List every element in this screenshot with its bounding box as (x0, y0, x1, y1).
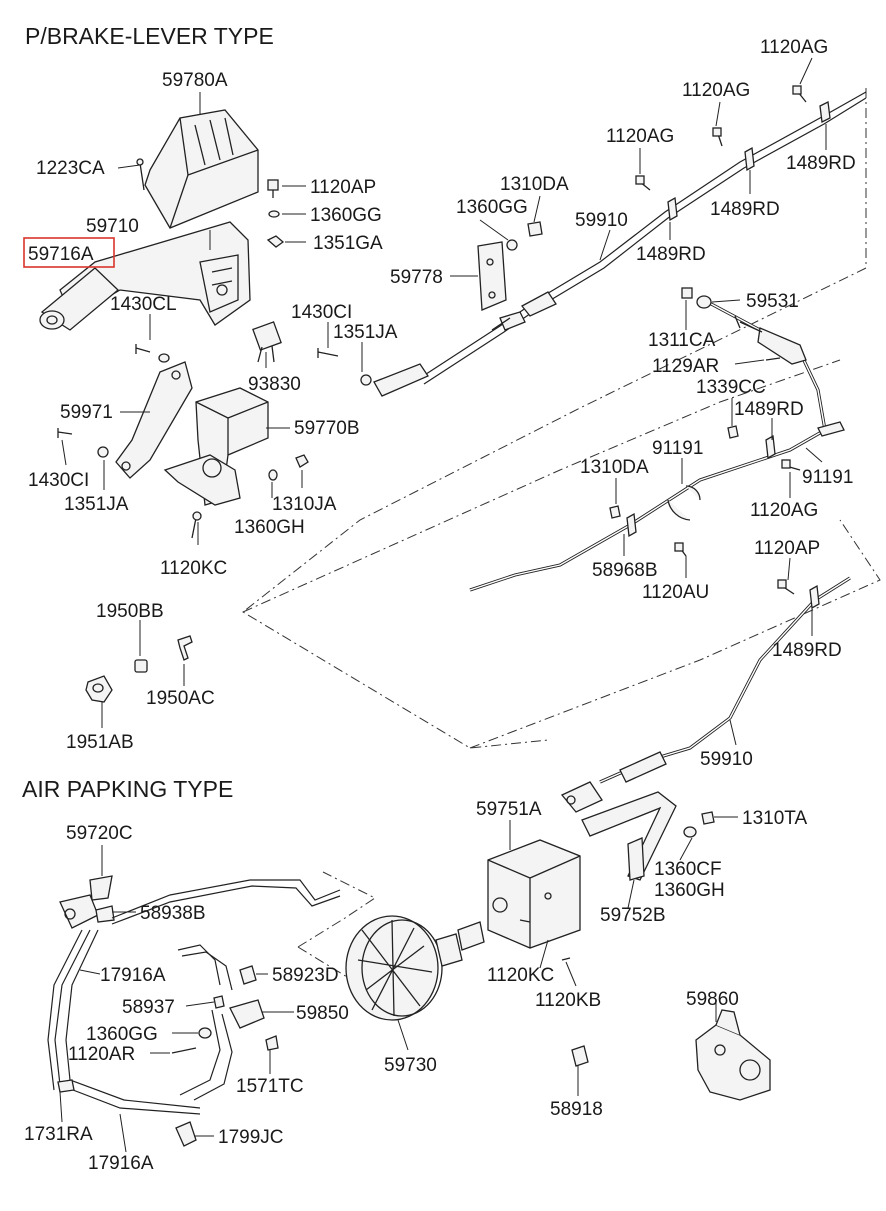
part-label-1120AR[interactable]: 1120AR (68, 1044, 135, 1065)
fitting-58918 (571, 1045, 589, 1067)
part-label-1120KC[interactable]: 1120KC (160, 558, 227, 579)
part-label-93830[interactable]: 93830 (248, 374, 301, 395)
part-label-1430CL[interactable]: 1430CL (110, 294, 177, 315)
part-label-1310DA-b[interactable]: 1310DA (580, 457, 649, 478)
part-label-1310TA[interactable]: 1310TA (742, 808, 807, 829)
part-label-59910[interactable]: 59910 (575, 210, 628, 231)
part-label-1120KC-b[interactable]: 1120KC (487, 965, 554, 986)
part-label-58938B[interactable]: 58938B (140, 903, 206, 924)
header-air-type: AIR PAPKING TYPE (22, 776, 233, 802)
part-label-1799JC[interactable]: 1799JC (218, 1127, 284, 1148)
part-label-58968B[interactable]: 58968B (592, 560, 658, 581)
air-hoses-17916A (47, 879, 341, 1115)
brake-switch-93830 (252, 321, 282, 363)
bracket-59751A (487, 839, 581, 949)
part-label-59730[interactable]: 59730 (384, 1055, 437, 1076)
part-label-1360GG-c[interactable]: 1360GG (86, 1024, 158, 1045)
part-label-17916A-b[interactable]: 17916A (88, 1153, 154, 1174)
cable-bolts (506, 85, 807, 595)
part-label-1339CC[interactable]: 1339CC (696, 377, 766, 398)
part-label-1489RD-c[interactable]: 1489RD (636, 244, 706, 265)
part-label-1120AG-b[interactable]: 1120AG (682, 80, 750, 101)
part-label-1120AU[interactable]: 1120AU (642, 582, 709, 603)
part-label-59751A[interactable]: 59751A (476, 799, 542, 820)
part-label-59778[interactable]: 59778 (390, 267, 443, 288)
cable-rear-right (469, 296, 845, 592)
bushing-parts-1950 (85, 635, 193, 703)
small-hardware-lever (57, 158, 372, 539)
part-label-1489RD-d[interactable]: 1489RD (734, 399, 804, 420)
chamber-59730 (345, 915, 485, 1021)
part-label-59860[interactable]: 59860 (686, 989, 739, 1010)
part-label-59850[interactable]: 59850 (296, 1003, 349, 1024)
part-label-1129AR[interactable]: 1129AR (652, 356, 719, 377)
part-label-1360GH-b[interactable]: 1360GH (654, 880, 725, 901)
part-label-1360GG[interactable]: 1360GG (310, 205, 382, 226)
leader-lines (59, 57, 827, 1153)
part-label-58923D[interactable]: 58923D (272, 965, 339, 986)
part-label-59971[interactable]: 59971 (60, 402, 113, 423)
part-label-59752B[interactable]: 59752B (600, 905, 666, 926)
part-label-1360GG-b[interactable]: 1360GG (456, 197, 528, 218)
part-label-1223CA[interactable]: 1223CA (36, 158, 105, 179)
part-label-1430CI[interactable]: 1430CI (291, 302, 352, 323)
cable-59910-front (373, 91, 867, 397)
part-label-1120AP[interactable]: 1120AP (310, 177, 376, 198)
part-label-1351JA-b[interactable]: 1351JA (64, 494, 129, 515)
part-label-1311CA[interactable]: 1311CA (648, 330, 716, 351)
cable-59910-rear (560, 576, 851, 813)
bracket-59778 (477, 241, 507, 311)
highlight-box-59716A (23, 237, 115, 268)
part-label-1120AG-c[interactable]: 1120AG (606, 126, 674, 147)
lever-grip-59716A (39, 267, 119, 331)
part-label-91191-b[interactable]: 91191 (802, 467, 853, 488)
part-label-1950BB[interactable]: 1950BB (96, 601, 164, 622)
part-label-17916A[interactable]: 17916A (100, 965, 166, 986)
part-label-1571TC[interactable]: 1571TC (236, 1076, 304, 1097)
part-label-1430CI-b[interactable]: 1430CI (28, 470, 89, 491)
part-label-1360GH[interactable]: 1360GH (234, 517, 305, 538)
valve-59720C (59, 875, 115, 929)
part-label-1489RD-e[interactable]: 1489RD (772, 640, 842, 661)
header-lever-type: P/BRAKE-LEVER TYPE (25, 23, 274, 49)
mount-59860 (695, 1009, 771, 1101)
part-label-91191[interactable]: 91191 (652, 438, 703, 459)
part-label-59710[interactable]: 59710 (86, 216, 139, 237)
part-label-1489RD-b[interactable]: 1489RD (710, 199, 780, 220)
part-label-59910-b[interactable]: 59910 (700, 749, 753, 770)
bracket-59770B (163, 387, 269, 506)
part-labels: 59780A 1223CA 1120AP 1360GG 59710 1351GA… (24, 37, 856, 1174)
part-label-59770B[interactable]: 59770B (294, 418, 360, 439)
part-label-1120AG[interactable]: 1120AG (760, 37, 828, 58)
part-label-1310JA[interactable]: 1310JA (272, 494, 337, 515)
part-label-59716A[interactable]: 59716A (28, 244, 94, 265)
part-label-58918[interactable]: 58918 (550, 1099, 603, 1120)
part-label-1489RD[interactable]: 1489RD (786, 153, 856, 174)
lever-cover-59780A (144, 109, 259, 229)
part-label-1120AP-b[interactable]: 1120AP (754, 538, 820, 559)
part-label-1310DA[interactable]: 1310DA (500, 174, 569, 195)
part-label-59531[interactable]: 59531 (746, 291, 799, 312)
part-label-59780A[interactable]: 59780A (162, 70, 228, 91)
part-label-1360CF[interactable]: 1360CF (654, 859, 722, 880)
part-label-59720C[interactable]: 59720C (66, 823, 133, 844)
part-label-1950AC[interactable]: 1950AC (146, 688, 215, 709)
part-label-1120KB[interactable]: 1120KB (535, 990, 601, 1011)
bracket-59752B (561, 791, 715, 961)
part-label-58937[interactable]: 58937 (122, 997, 175, 1018)
air-fittings (57, 965, 279, 1147)
part-label-1731RA[interactable]: 1731RA (24, 1124, 93, 1145)
part-label-1120AG-d[interactable]: 1120AG (750, 500, 818, 521)
cable-clips (626, 101, 831, 610)
link-rod-59971 (115, 361, 193, 479)
part-label-1351JA[interactable]: 1351JA (333, 322, 398, 343)
part-label-1351GA[interactable]: 1351GA (313, 233, 383, 254)
assembly-outline-cable (242, 88, 881, 981)
part-label-1951AB[interactable]: 1951AB (66, 732, 134, 753)
